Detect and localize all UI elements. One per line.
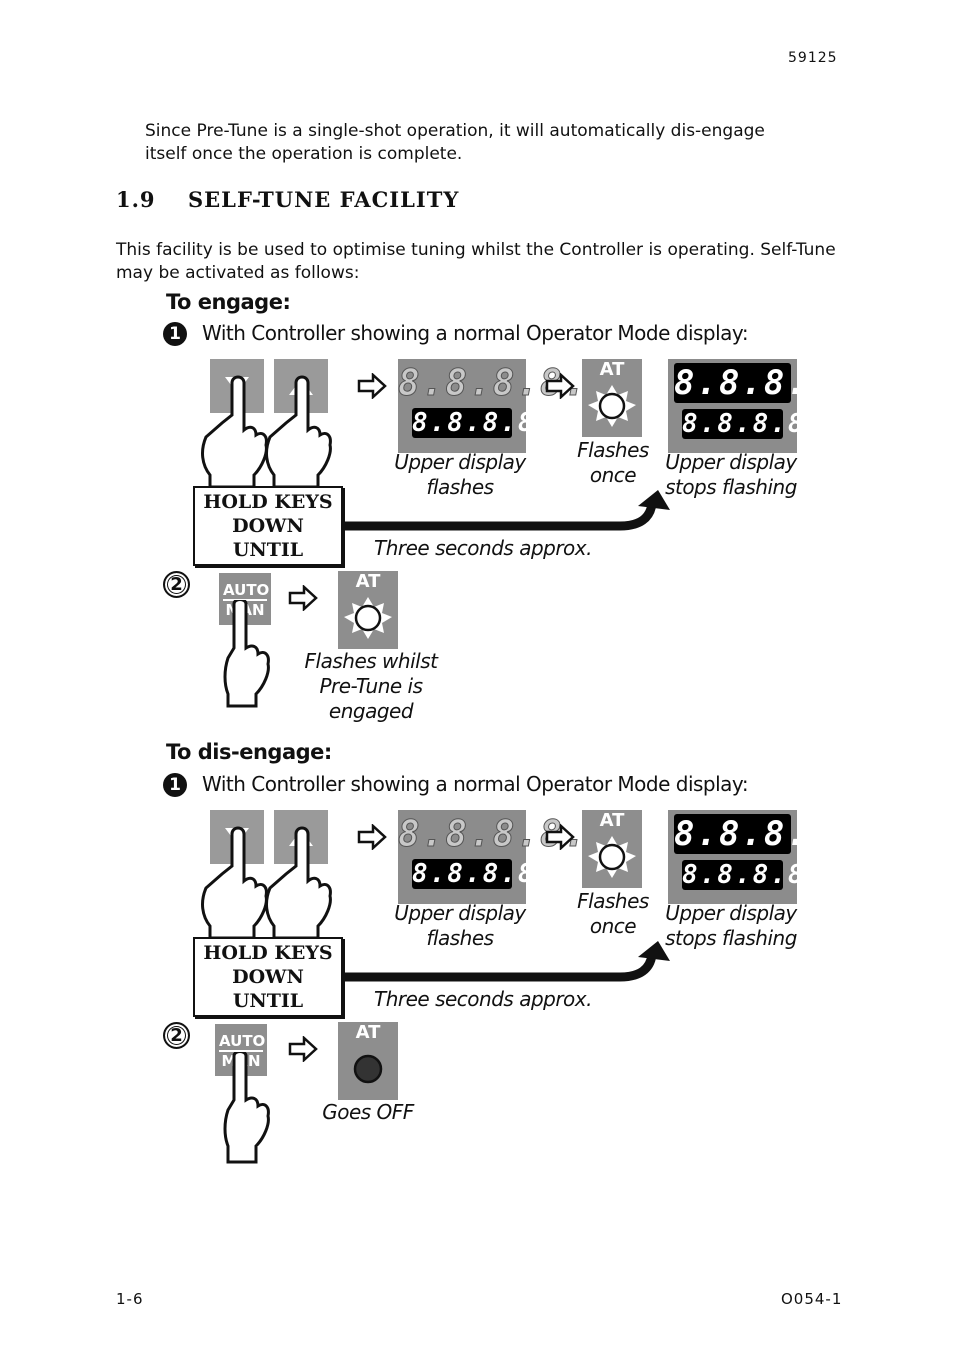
disengage-title: To dis-engage: <box>166 740 332 764</box>
page-number: 1-6 <box>116 1290 144 1308</box>
hollow-right-arrow-icon <box>288 585 318 611</box>
document-code: O054-1 <box>781 1290 843 1308</box>
disengage-step2-number: 2 <box>163 1022 190 1049</box>
lower-display-steady: 8.8.8.8. <box>682 860 824 890</box>
flashes-whilst-caption: Flashes whilst Pre-Tune is engaged <box>304 649 438 723</box>
body-paragraph: This facility is be used to optimise tun… <box>116 240 836 283</box>
steady-display: 8.8.8.8. 8.8.8.8. <box>668 810 854 904</box>
three-seconds-caption: Three seconds approx. <box>374 987 593 1011</box>
off-led-icon <box>353 1054 383 1084</box>
flashes-once-caption: Flashes once <box>577 889 649 938</box>
hold-line2: DOWN UNTIL <box>232 966 304 1012</box>
upper-display-steady: 8.8.8.8. <box>674 363 854 403</box>
at-label: AT <box>599 359 625 380</box>
pointing-finger-icon <box>201 826 332 940</box>
at-led-step2: AT <box>338 571 398 649</box>
auto-label: AUTO <box>219 1032 266 1052</box>
hold-line1: HOLD KEYS <box>203 491 333 513</box>
engage-step1-text: With Controller showing a normal Operato… <box>202 321 749 345</box>
lower-display-value: 8.8.8.8. <box>412 408 554 438</box>
hollow-right-arrow-icon <box>545 373 575 399</box>
engage-step1-number: 1 <box>163 322 187 346</box>
disengage-step1-text: With Controller showing a normal Operato… <box>202 772 749 796</box>
upper-display-flashes-caption: Upper display flashes <box>394 901 526 950</box>
at-label: AT <box>355 1022 381 1043</box>
lower-display-steady: 8.8.8.8. <box>682 409 824 439</box>
section-title: SELF-TUNE FACILITY <box>188 187 460 212</box>
goes-off-caption: Goes OFF <box>322 1100 414 1124</box>
pointing-finger-icon <box>201 375 332 489</box>
document-number: 59125 <box>788 50 838 66</box>
hold-keys-box: HOLD KEYS DOWN UNTIL <box>193 486 343 566</box>
lower-display-value: 8.8.8.8. <box>412 859 554 889</box>
upper-display-stops-caption: Upper display stops flashing <box>665 901 797 950</box>
flashing-display: 8.8.8.8. 8.8.8.8. <box>398 359 588 453</box>
hollow-right-arrow-icon <box>357 373 387 399</box>
upper-display-steady: 8.8.8.8. <box>674 814 854 854</box>
flashing-display: 8.8.8.8. 8.8.8.8. <box>398 810 588 904</box>
flashes-once-caption: Flashes once <box>577 438 649 487</box>
pointing-finger-icon <box>223 600 270 708</box>
hold-keys-box: HOLD KEYS DOWN UNTIL <box>193 937 343 1017</box>
sun-led-icon <box>344 597 392 639</box>
section-number: 1.9 <box>116 187 156 212</box>
hollow-right-arrow-icon <box>288 1036 318 1062</box>
upper-display-stops-caption: Upper display stops flashing <box>665 450 797 499</box>
pointing-finger-icon <box>223 1052 270 1164</box>
three-seconds-caption: Three seconds approx. <box>374 536 593 560</box>
section-heading: 1.9 SELF-TUNE FACILITY <box>116 187 459 212</box>
at-label: AT <box>355 571 381 592</box>
long-arrow-icon <box>342 490 670 531</box>
steady-display: 8.8.8.8. 8.8.8.8. <box>668 359 854 453</box>
hollow-right-arrow-icon <box>545 824 575 850</box>
upper-display-flashes-caption: Upper display flashes <box>394 450 526 499</box>
at-led: AT <box>582 810 642 888</box>
hold-line2: DOWN UNTIL <box>232 515 304 561</box>
engage-step2-number: 2 <box>163 571 190 598</box>
at-label: AT <box>599 810 625 831</box>
hollow-right-arrow-icon <box>357 824 387 850</box>
engage-title: To engage: <box>166 290 291 314</box>
sun-led-icon <box>588 385 636 427</box>
intro-paragraph: Since Pre-Tune is a single-shot operatio… <box>145 121 765 164</box>
upper-display-value: 8.8.8.8. <box>398 363 588 405</box>
long-arrow-icon <box>342 941 670 982</box>
sun-led-icon <box>588 836 636 878</box>
at-led: AT <box>582 359 642 437</box>
auto-label: AUTO <box>223 581 270 601</box>
at-led-off: AT <box>338 1022 398 1100</box>
disengage-step1-number: 1 <box>163 773 187 797</box>
hold-line1: HOLD KEYS <box>203 942 333 964</box>
upper-display-value: 8.8.8.8. <box>398 814 588 856</box>
